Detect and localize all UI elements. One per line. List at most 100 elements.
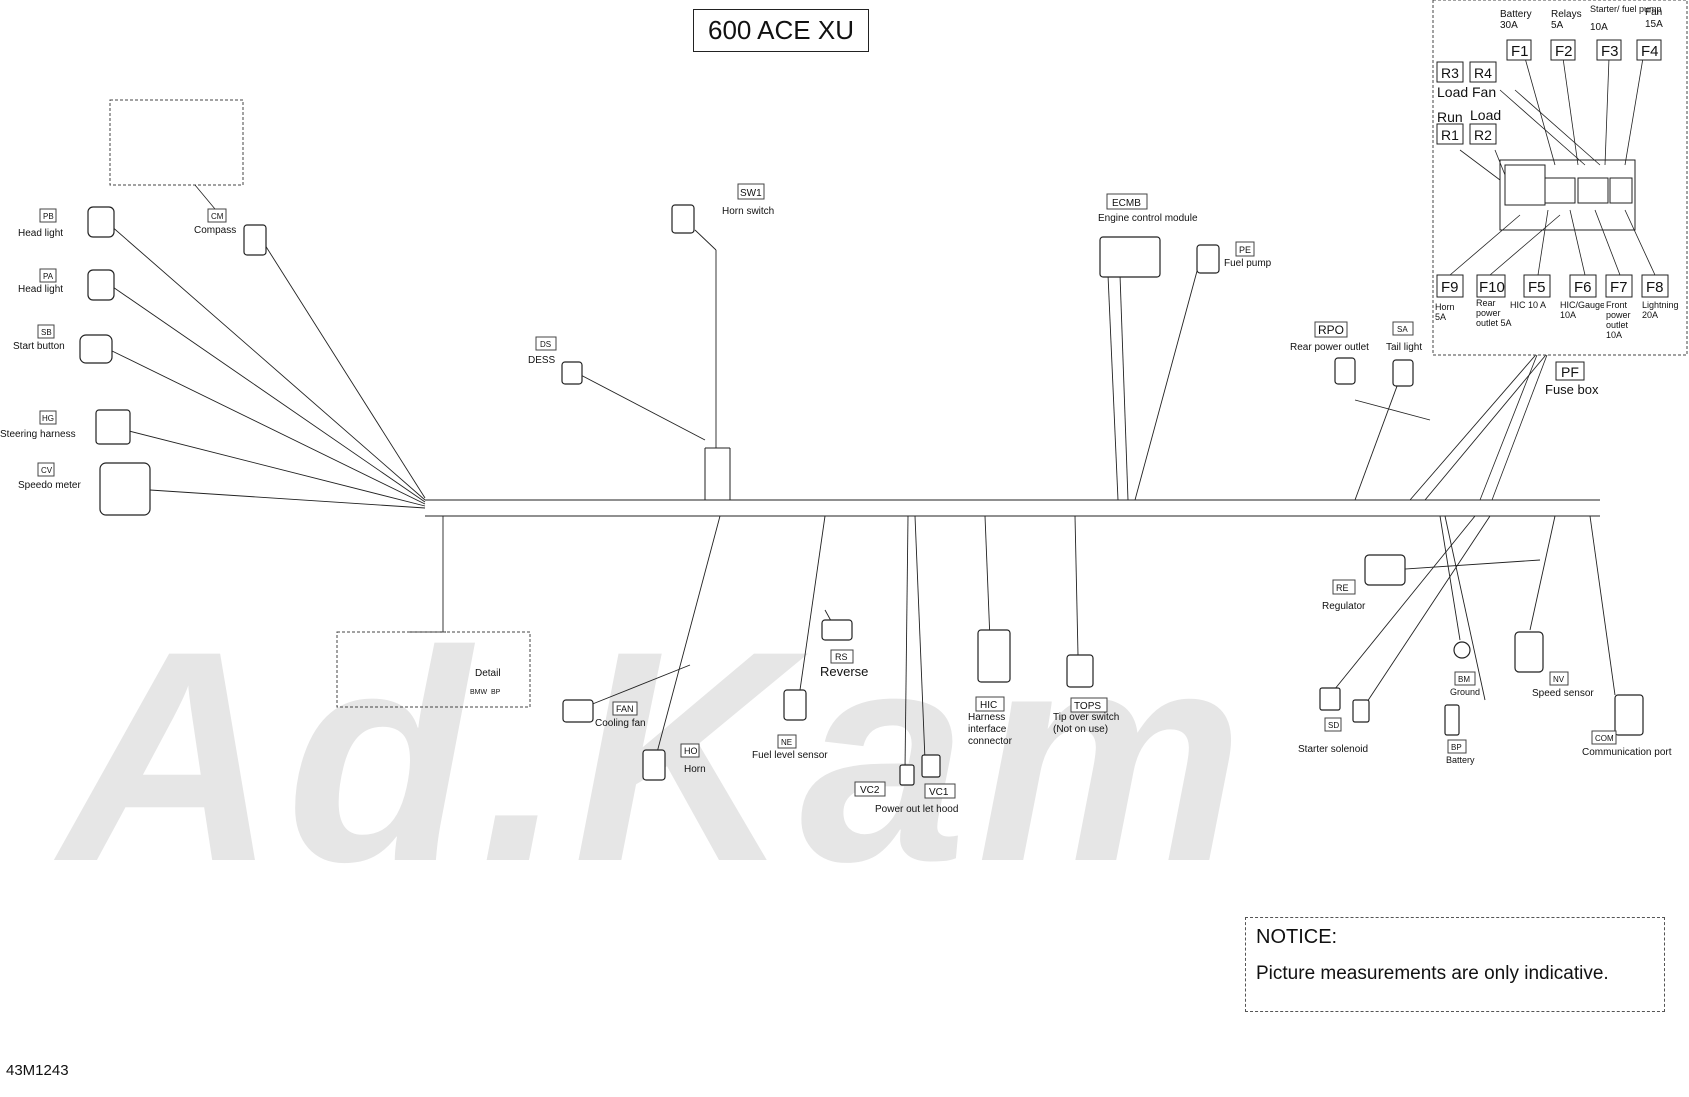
notice-box: NOTICE: Picture measurements are only in… — [1245, 917, 1665, 1012]
connector-label: Horn switch — [722, 206, 774, 217]
fuse-code: F10 — [1479, 279, 1505, 296]
connector-code: NV — [1553, 675, 1565, 684]
connector-code: PA — [43, 272, 54, 281]
connector-pa — [87, 269, 115, 301]
connector-sd — [1319, 687, 1341, 711]
connector-code: HIC — [980, 700, 997, 711]
connector-code: BP — [1451, 743, 1462, 752]
connector-re — [1364, 554, 1406, 586]
connector-code: RE — [1336, 583, 1349, 593]
connector-sb — [79, 334, 113, 364]
fuse-code: F5 — [1528, 279, 1546, 296]
connector-shapes — [79, 204, 1644, 786]
relay-label: Load — [1437, 84, 1468, 100]
connector-bm — [1453, 641, 1471, 659]
relay-label: Run — [1437, 109, 1463, 125]
connector-code: VC1 — [929, 787, 949, 798]
connector-code: SB — [41, 328, 52, 337]
detail-code-b: BP — [491, 689, 501, 696]
connector-label: Speedo meter — [18, 480, 81, 491]
connector-labels: PB Head light PA Head light SB Start but… — [0, 183, 1672, 815]
reference-code: 43M1243 — [6, 1062, 69, 1079]
fuse-code: F4 — [1641, 43, 1659, 60]
fuse-top-label: Relays — [1551, 9, 1582, 20]
fuse-label: Lightning 20A — [1642, 300, 1679, 320]
fuse-code: F3 — [1601, 43, 1619, 60]
connector-code: RS — [835, 652, 848, 662]
connector-vc2 — [899, 764, 915, 786]
fuse-top-sub: 5A — [1551, 20, 1564, 31]
fuse-top-sub: 15A — [1645, 19, 1663, 30]
connector-label: Head light — [18, 284, 63, 295]
connector-sw1 — [671, 204, 695, 234]
connector-label: Cooling fan — [595, 718, 646, 729]
fuse-code: F8 — [1646, 279, 1664, 296]
connector-sd2 — [1352, 699, 1370, 723]
fuse-top-codes: F1 F2 F3 F4 — [1506, 39, 1662, 61]
connector-label: Tip over switch (Not on use) — [1053, 712, 1120, 735]
connector-label: Reverse — [820, 664, 868, 679]
connector-label: Power out let hood — [875, 804, 958, 815]
connector-label: DESS — [528, 355, 556, 366]
notice-text: Picture measurements are only indicative… — [1256, 963, 1609, 984]
connector-label: Start button — [13, 341, 65, 352]
connector-code: RPO — [1318, 323, 1344, 337]
connector-code: CV — [41, 466, 53, 475]
connector-ho — [642, 749, 666, 781]
fuse-code: F2 — [1555, 43, 1573, 60]
connector-hg — [95, 409, 131, 445]
connector-code: FAN — [616, 704, 634, 714]
connector-rpo — [1334, 357, 1356, 385]
relay-code: R3 — [1441, 65, 1459, 81]
connector-code: SD — [1328, 721, 1339, 730]
upper-branches — [574, 229, 1551, 501]
connector-code: HG — [42, 414, 54, 423]
left-branches — [109, 224, 446, 633]
connector-label: Regulator — [1322, 601, 1366, 612]
fuse-bottom-codes: F9 F10 F5 F6 F7 F8 — [1436, 274, 1669, 298]
connector-com — [1614, 694, 1644, 736]
connector-label: Ground — [1450, 687, 1480, 697]
connector-label: Starter solenoid — [1298, 744, 1368, 755]
connector-code: CM — [211, 212, 224, 221]
fuse-box-caption: PF Fuse box — [1545, 361, 1599, 397]
connector-code: ECMB — [1112, 198, 1141, 209]
connector-label: Rear power outlet — [1290, 342, 1369, 353]
notice-heading: NOTICE: — [1256, 926, 1338, 948]
detail-code-a: BMW — [470, 689, 488, 696]
fuse-code: F6 — [1574, 279, 1592, 296]
fuse-code: F7 — [1610, 279, 1628, 296]
fuse-box-label: Fuse box — [1545, 382, 1599, 397]
connector-rs — [821, 619, 853, 641]
fuse-label: Horn 5A — [1435, 302, 1455, 322]
connector-code: VC2 — [860, 785, 880, 796]
fuse-label: HIC/Gauge 10A — [1560, 300, 1604, 320]
connector-pe — [1196, 244, 1220, 274]
fuse-top-label: Battery — [1500, 9, 1532, 20]
detail-label: Detail — [475, 668, 501, 679]
connector-label: Engine control module — [1098, 213, 1198, 224]
relay-code: R2 — [1474, 127, 1492, 143]
connector-code: PB — [43, 212, 54, 221]
connector-code: BM — [1458, 675, 1470, 684]
fuse-box-code: PF — [1561, 364, 1579, 380]
connector-nv — [1514, 631, 1544, 673]
connector-label: Head light — [18, 228, 63, 239]
connector-label: Communication port — [1582, 747, 1672, 758]
fuse-top-sub: 10A — [1590, 22, 1608, 33]
connector-hic — [977, 629, 1011, 683]
connector-label: Fuel pump — [1224, 258, 1272, 269]
connector-code: DS — [540, 340, 551, 349]
connector-bp — [1444, 704, 1460, 736]
connector-code: TOPS — [1074, 701, 1101, 712]
fuse-top-label: Starter/ fuel pump — [1590, 4, 1662, 14]
connector-label: Battery — [1446, 755, 1475, 765]
relay-label: Load — [1470, 107, 1501, 123]
fuse-top-label: Fan — [1645, 7, 1662, 18]
connector-label: Steering harness — [0, 429, 76, 440]
relay-codes: R3 Load R4 Fan Run R1 Load R2 — [1436, 61, 1501, 145]
fuse-label: Rear power outlet 5A — [1476, 298, 1512, 328]
connector-vc1 — [921, 754, 941, 778]
connector-code: HO — [684, 746, 698, 756]
